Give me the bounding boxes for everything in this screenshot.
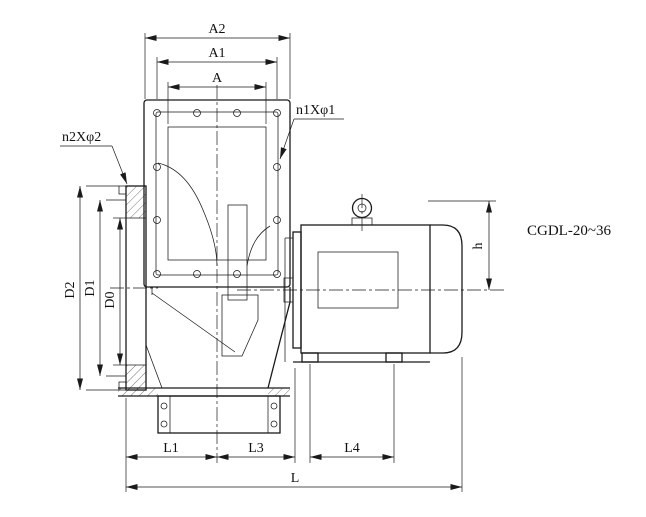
centerlines	[110, 85, 505, 463]
spout-section-hatch	[221, 294, 259, 357]
motor-body	[300, 224, 431, 354]
motor-foot-rear	[385, 352, 403, 363]
model-designation: CGDL-20~36	[527, 223, 611, 239]
dim-label-d0: D0	[103, 291, 118, 308]
callout-label-n1: n1Xφ1	[296, 103, 335, 118]
right-dimension: h	[428, 200, 496, 290]
dim-label-a2: A2	[208, 22, 225, 37]
volute-curve-right	[246, 225, 271, 267]
flange-lip-top	[118, 185, 127, 195]
cone-inner-wall	[151, 292, 236, 353]
outlet-duct	[157, 395, 281, 434]
outlet-flange-hatch-left	[118, 388, 158, 396]
lifting-eye-inner	[357, 203, 367, 213]
discharge-cone	[145, 287, 291, 389]
dim-label-l: L	[291, 471, 300, 486]
volute-curve-left	[157, 162, 218, 267]
left-dimensions: D2 D1 D0	[63, 185, 126, 391]
motor-foot-front	[301, 352, 319, 363]
dim-label-l1: L1	[163, 441, 179, 456]
lifting-eye-outer	[351, 197, 373, 219]
bottom-dimensions: L1 L3 L4 L	[125, 357, 463, 492]
cone-wall-left	[145, 344, 163, 389]
dim-label-l3: L3	[248, 441, 264, 456]
rotor-partition	[227, 204, 248, 301]
flange-section-hatch-bottom	[126, 365, 146, 390]
dim-label-a1: A1	[208, 46, 225, 61]
flange-raised-face	[155, 111, 279, 276]
dim-label-l4: L4	[344, 441, 360, 456]
flange-bolt-holes	[153, 109, 281, 278]
dim-label-h: h	[471, 243, 486, 250]
motor-frame-box	[317, 251, 399, 309]
outlet-flange	[118, 387, 290, 434]
flange-section-hatch-top	[126, 186, 146, 218]
callout-leader-n2	[111, 145, 128, 185]
dim-label-a: A	[212, 71, 223, 86]
dim-label-d1: D1	[83, 279, 98, 296]
top-dimensions: A2 A1 A	[144, 22, 291, 124]
motor-end-cap	[430, 224, 463, 354]
hole-callouts: n1Xφ1 n2Xφ2	[60, 103, 344, 185]
dim-label-d2: D2	[63, 281, 78, 298]
motor	[283, 197, 463, 363]
callout-leader-n1	[279, 118, 295, 160]
callout-label-n2: n2Xφ2	[62, 130, 101, 145]
outlet-bolt-holes	[160, 402, 278, 428]
outlet-flange-hatch-right	[268, 388, 290, 396]
